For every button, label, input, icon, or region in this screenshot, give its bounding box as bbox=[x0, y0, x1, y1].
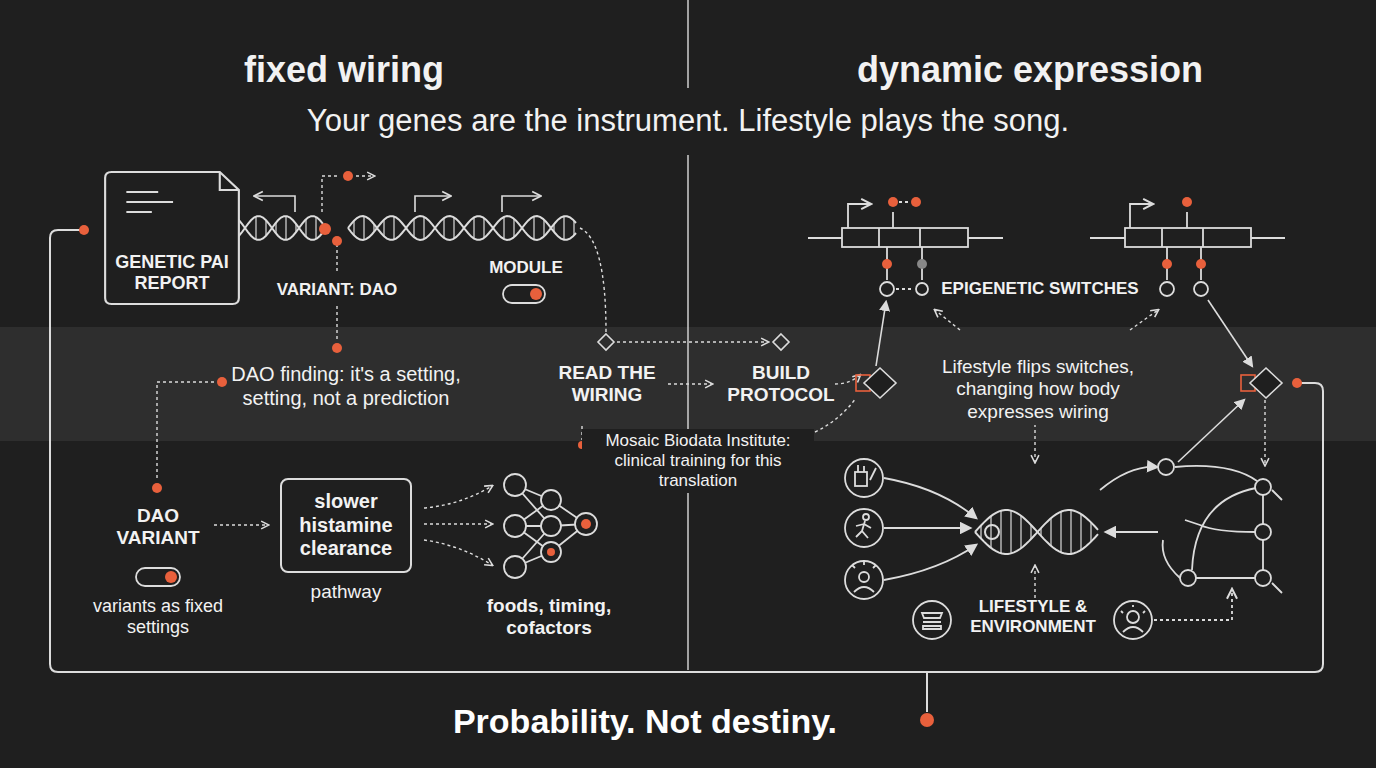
step-label: READ THE WIRING bbox=[542, 362, 672, 407]
variant-label: VARIANT: DAO bbox=[262, 280, 412, 300]
leader bbox=[1130, 310, 1158, 330]
variant-label: DAO VARIANT bbox=[93, 505, 223, 550]
divider bbox=[687, 0, 689, 88]
toggle-knob bbox=[165, 571, 177, 583]
variant-dot bbox=[319, 223, 331, 235]
flow-arrow bbox=[424, 540, 492, 565]
dot bbox=[547, 548, 555, 556]
dot bbox=[332, 236, 342, 246]
leader bbox=[617, 341, 768, 342]
leader bbox=[322, 176, 338, 212]
toggle-knob bbox=[530, 288, 542, 300]
lifestyle-icon bbox=[845, 459, 1232, 639]
flow-arrow bbox=[424, 486, 492, 508]
report-document: GENETIC PAI REPORT bbox=[103, 170, 241, 306]
dot bbox=[1292, 378, 1302, 388]
node-text: slower histamine clearance bbox=[292, 490, 400, 561]
flow-arrow bbox=[424, 523, 492, 524]
section-heading: fixed wiring bbox=[184, 49, 504, 91]
leader bbox=[356, 175, 374, 176]
dot bbox=[152, 483, 162, 493]
diamond-marker bbox=[773, 334, 789, 350]
leader bbox=[1034, 566, 1035, 598]
note: variants as fixed settings bbox=[83, 596, 233, 638]
leader bbox=[1034, 424, 1035, 462]
switch bbox=[1250, 368, 1282, 398]
dot bbox=[332, 343, 342, 353]
switch bbox=[864, 368, 896, 398]
arrow bbox=[1208, 300, 1252, 366]
leader bbox=[336, 306, 337, 340]
flow-arrow bbox=[214, 524, 268, 525]
stem bbox=[926, 672, 928, 712]
diamond-marker bbox=[598, 334, 614, 350]
caption: Probability. Not destiny. bbox=[385, 701, 905, 741]
node-text: GENETIC PAI REPORT bbox=[111, 252, 233, 294]
output-label: foods, timing, cofactors bbox=[464, 595, 634, 640]
note: Mosaic Biodata Institute: clinical train… bbox=[582, 429, 814, 493]
arrow bbox=[876, 302, 886, 366]
group-label: LIFESTYLE & ENVIRONMENT bbox=[953, 597, 1113, 637]
dot bbox=[217, 377, 227, 387]
loop-line bbox=[50, 230, 1323, 672]
group-label: EPIGENETIC SWITCHES bbox=[925, 279, 1155, 299]
promoter-arrow bbox=[502, 196, 540, 212]
process-box: slower histamine clearancepathway bbox=[280, 478, 412, 573]
leader bbox=[580, 228, 606, 332]
leader bbox=[157, 382, 214, 480]
methyl-dot bbox=[882, 197, 1206, 269]
network bbox=[1100, 459, 1282, 593]
promoter-arrow bbox=[415, 196, 450, 212]
step-label: BUILD PROTOCOL bbox=[716, 362, 846, 407]
title: Your genes are the instrument. Lifestyle… bbox=[188, 103, 1188, 140]
arrow bbox=[1178, 400, 1244, 462]
leader bbox=[1264, 400, 1265, 465]
promoter-arrow bbox=[255, 196, 295, 212]
module-label: MODULE bbox=[481, 258, 571, 278]
dot bbox=[920, 713, 934, 727]
divider bbox=[687, 155, 689, 670]
leader bbox=[336, 244, 337, 272]
section-heading: dynamic expression bbox=[820, 49, 1240, 91]
node-caption: pathway bbox=[242, 581, 450, 603]
dot bbox=[79, 225, 89, 235]
dot bbox=[343, 171, 353, 181]
note: Lifestyle flips switches, changing how b… bbox=[918, 354, 1158, 425]
dot bbox=[581, 519, 591, 529]
methyl-dot bbox=[917, 259, 927, 269]
note: DAO finding: it's a setting, setting, no… bbox=[215, 363, 477, 410]
flow-arrow bbox=[668, 383, 712, 384]
toggle bbox=[136, 568, 180, 586]
toggle bbox=[503, 285, 545, 303]
leader bbox=[935, 310, 960, 330]
